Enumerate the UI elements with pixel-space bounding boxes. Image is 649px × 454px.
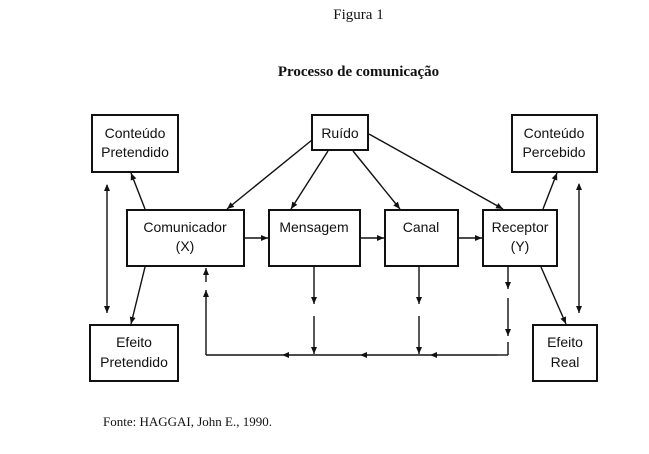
edges: [104, 133, 582, 358]
node-label-line-1: Efeito: [116, 334, 152, 350]
node-label-line-2: (X): [176, 238, 195, 254]
node-label-line-2: Percebido: [522, 144, 585, 160]
node-label-line-1: Ruído: [321, 125, 359, 141]
edge-receptor-conteudo-percebido: [542, 172, 558, 210]
node-label-line-2: Pretendido: [101, 144, 169, 160]
node-label-line-1: Conteúdo: [524, 125, 585, 141]
node-conteudo-percebido: Conteúdo Percebido: [511, 114, 598, 173]
node-comunicador: Comunicador (X): [126, 209, 245, 267]
edge-comunicador-efeito-pretendido: [129, 266, 146, 325]
node-efeito-pretendido: Efeito Pretendido: [89, 324, 179, 382]
node-label-line-1: Comunicador: [143, 219, 227, 235]
node-label-line-1: Receptor: [492, 219, 549, 235]
edge-ruido-comunicador: [226, 139, 313, 210]
node-label-line-2: Real: [551, 354, 580, 370]
node-mensagem: Mensagem: [268, 209, 361, 267]
node-label-line-2: (Y): [511, 238, 530, 254]
edge-ruido-canal: [352, 150, 401, 210]
figure-source: Fonte: HAGGAI, John E., 1990.: [103, 414, 272, 429]
node-label-line-1: Canal: [403, 219, 440, 235]
node-canal: Canal: [384, 209, 459, 267]
edge-comunicador-conteudo-pretendido: [130, 172, 146, 210]
node-label-line-1: Conteúdo: [105, 125, 166, 141]
node-label-line-2: Pretendido: [100, 354, 168, 370]
edge-ruido-receptor: [368, 133, 504, 210]
node-receptor: Receptor (Y): [482, 209, 558, 267]
node-label-line-1: Mensagem: [279, 219, 348, 235]
feedback-loop: [203, 267, 511, 358]
node-efeito-real: Efeito Real: [532, 324, 598, 382]
node-label-line-1: Efeito: [547, 334, 583, 350]
edge-receptor-efeito-real: [540, 266, 567, 325]
node-ruido: Ruído: [311, 114, 369, 151]
edge-ruido-mensagem: [290, 150, 329, 210]
figure-title: Processo de comunicação: [277, 64, 440, 80]
node-conteudo-pretendido: Conteúdo Pretendido: [91, 114, 179, 173]
figure-label: Figura 1: [333, 7, 384, 23]
